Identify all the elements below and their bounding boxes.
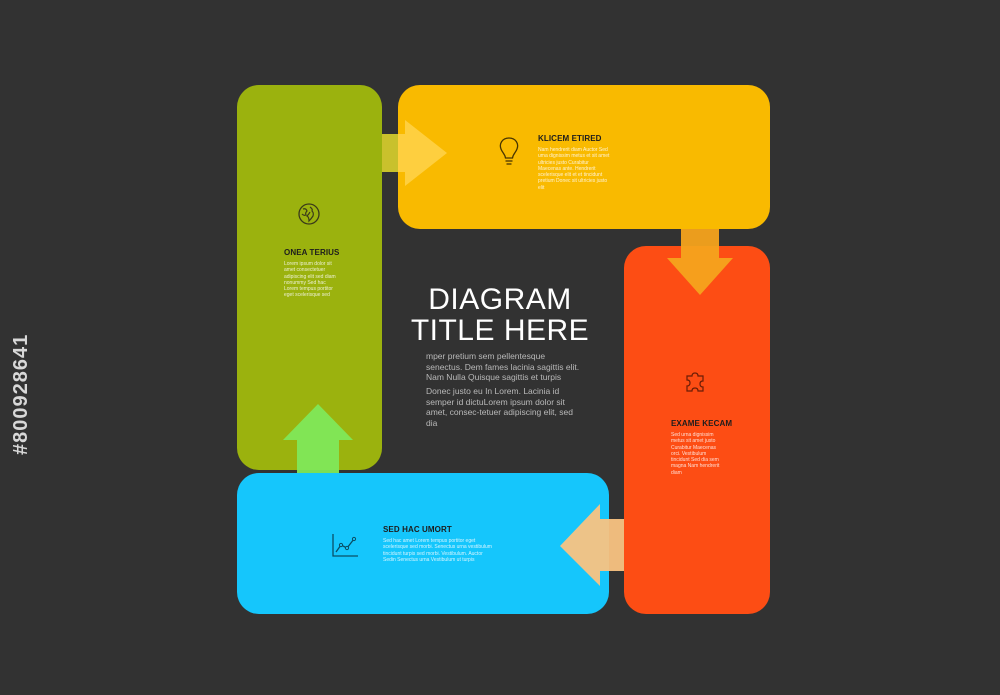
puzzle-icon [686,372,704,392]
step-card-green [237,85,382,470]
globe-icon [298,203,320,225]
step-text: Lorem ipsum dolor sit amet consectetuer … [284,261,336,299]
diagram-title-line2: TITLE HERE [410,314,590,347]
step-title: KLICEM ETIRED [538,134,602,143]
step-card-blue [237,473,609,614]
diagram-paragraph-2: Donec justo eu In Lorem. Lacinia id semp… [426,386,573,428]
watermark-id: #800928641 [10,333,32,455]
step-title: SED HAC UMORT [383,525,452,534]
step-card-red [624,246,770,614]
diagram-paragraph-1: mper pretium sem pellentesque senectus. … [426,351,580,382]
line-chart-icon [332,534,358,557]
step-text: Nam hendrerit diam Auctor Sed uma dignis… [538,147,610,191]
step-text: Sed hac amet Lorem tempus portitor eget … [383,538,492,563]
diagram-title: DIAGRAM TITLE HERE [400,284,600,346]
step-card-yellow [398,85,770,229]
step-title: ONEA TERIUS [284,248,340,257]
step-title: EXAME KECAM [671,419,733,428]
step-text: Sed urna dignissim metus sit amet justo … [671,432,720,476]
diagram-title-line1: DIAGRAM [428,283,572,316]
lightbulb-icon [499,137,519,165]
